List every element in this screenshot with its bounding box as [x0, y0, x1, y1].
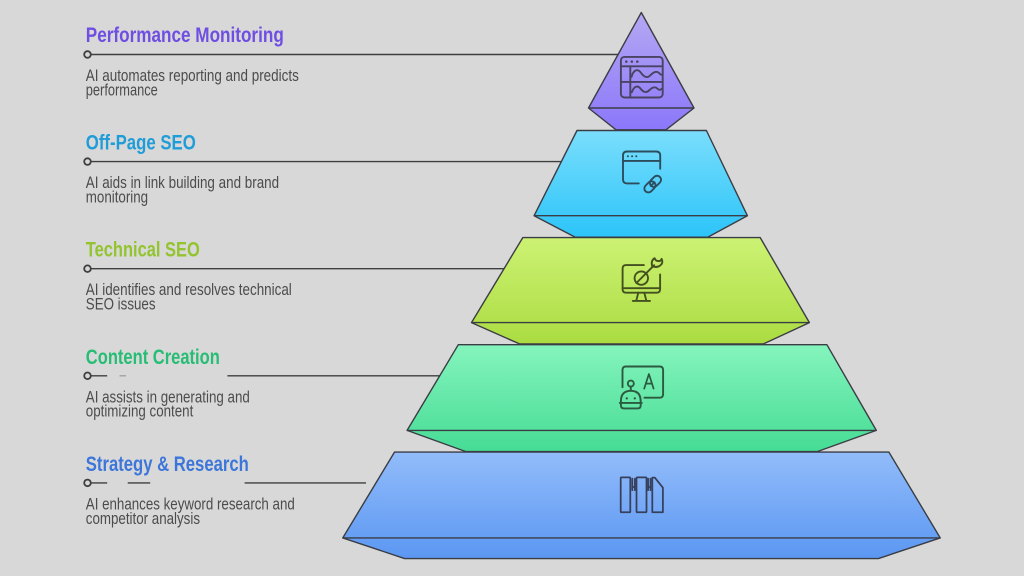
svg-text:monitoring: monitoring	[86, 188, 148, 207]
svg-text:AI aids in link building and b: AI aids in link building and brand	[86, 173, 279, 192]
svg-text:Performance Monitoring: Performance Monitoring	[86, 24, 284, 47]
svg-text:AI enhances keyword research a: AI enhances keyword research and	[86, 494, 295, 513]
svg-text:performance: performance	[86, 80, 158, 99]
svg-text:Technical SEO: Technical SEO	[86, 239, 200, 262]
svg-text:AI automates reporting and pre: AI automates reporting and predicts	[86, 66, 299, 85]
svg-text:Strategy & Research: Strategy & Research	[86, 453, 249, 476]
svg-text:Off-Page SEO: Off-Page SEO	[86, 132, 196, 155]
svg-text:AI identifies and resolves tec: AI identifies and resolves technical	[86, 280, 292, 299]
svg-text:competitor analysis: competitor analysis	[86, 509, 200, 528]
svg-text:Content Creation: Content Creation	[86, 346, 220, 369]
svg-text:optimizing content: optimizing content	[86, 402, 194, 421]
svg-text:AI assists in generating and: AI assists in generating and	[86, 387, 250, 406]
svg-text:SEO issues: SEO issues	[86, 295, 156, 314]
